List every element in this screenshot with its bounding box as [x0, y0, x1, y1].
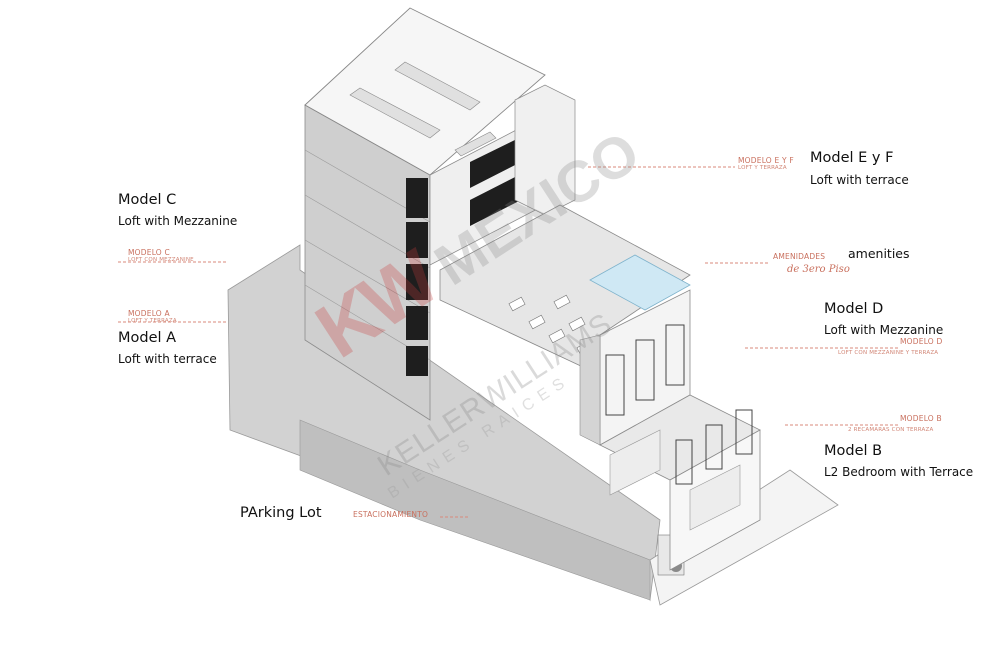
amenidades-script: de 3ero Piso — [787, 264, 850, 275]
modelo-c-title: MODELO C — [128, 248, 170, 257]
modelo-a-sub: LOFT Y TERRAZA — [128, 318, 177, 324]
rooftop — [304, 7, 546, 176]
model-a-title: Model A — [118, 330, 177, 346]
model-ef-subtitle: Loft with terrace — [810, 173, 909, 187]
amenidades-title: AMENIDADES — [773, 252, 826, 261]
tower-windows — [406, 178, 428, 376]
model-d-subtitle: Loft with Mezzanine — [824, 323, 944, 337]
modelo-b-title: MODELO B — [900, 414, 942, 423]
modelo-ef-sub: LOFT Y TERRAZA — [738, 165, 787, 171]
modelo-b-sub: 2 RECAMARAS CON TERRAZA — [848, 427, 934, 433]
model-ef-title: Model E y F — [810, 150, 894, 166]
modelo-d-sub-wrap: LOFT CON MEZZANINE Y TERRAZA — [838, 350, 938, 357]
stepped-lofts — [579, 289, 761, 571]
amenidades-label: AMENIDADES — [773, 252, 825, 261]
modelo-b-label: MODELO B — [900, 414, 942, 423]
model-b-subtitle: L2 Bedroom with Terrace — [824, 465, 974, 479]
leader-lines — [118, 166, 900, 518]
modelo-ef-label: MODELO E y F LOFT Y TERRAZA — [738, 156, 794, 172]
estacionamiento-label: ESTACIONAMIENTO — [353, 510, 428, 519]
modelo-c-label: MODELO C LOFT CON MEZZANINE — [128, 248, 194, 264]
model-d-title: Model D — [824, 301, 884, 317]
modelo-b-sub-wrap: 2 RECAMARAS CON TERRAZA — [848, 427, 933, 434]
modelo-ef-title: MODELO E y F — [738, 156, 794, 165]
pool — [589, 254, 691, 311]
model-b-title: Model B — [824, 443, 883, 459]
estacionamiento-title: ESTACIONAMIENTO — [353, 510, 429, 519]
stair-core — [514, 84, 576, 216]
rooftop-equipment — [349, 61, 497, 157]
model-c-title: Model C — [118, 192, 177, 208]
modelo-d-title: MODELO D — [900, 337, 943, 346]
front-base-wall — [299, 419, 651, 601]
modelo-d-label: MODELO D — [900, 337, 942, 346]
parking-title: PArking Lot — [240, 505, 322, 521]
model-a-subtitle: Loft with terrace — [118, 352, 217, 366]
modelo-a-title: MODELO A — [128, 309, 170, 318]
model-c-subtitle: Loft with Mezzanine — [118, 214, 238, 228]
modelo-c-sub: LOFT CON MEZZANINE — [128, 257, 194, 263]
modelo-d-sub: LOFT CON MEZZANINE Y TERRAZA — [838, 350, 939, 356]
amenities-title: amenities — [848, 246, 910, 261]
modelo-a-label: MODELO A LOFT Y TERRAZA — [128, 309, 177, 325]
